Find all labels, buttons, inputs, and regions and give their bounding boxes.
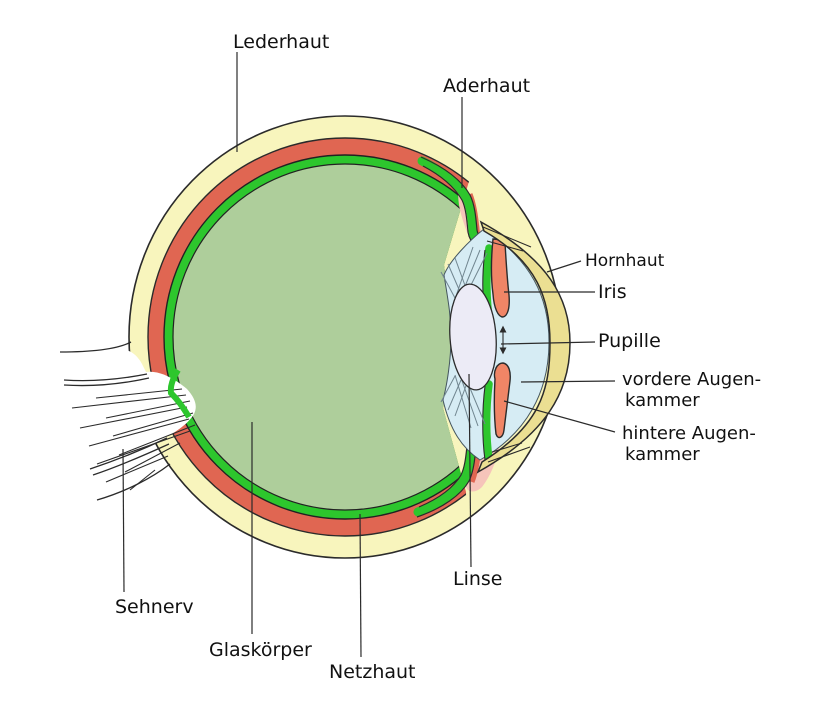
cornea-shape xyxy=(476,220,571,474)
label-sehnerv: Sehnerv xyxy=(115,596,194,618)
leader-hintere-augenkammer xyxy=(503,400,616,433)
zonule-fibre xyxy=(440,271,456,299)
zonule-fibre xyxy=(440,375,456,403)
nerve-fibre xyxy=(88,418,190,447)
label-hintere-augenkammer-line1: hintere Augen- xyxy=(622,423,756,444)
nerve-sheath-upper-b xyxy=(63,377,150,387)
label-hintere-augenkammer-line2: kammer xyxy=(625,444,700,465)
nerve-fibre xyxy=(96,430,191,465)
nerve-fibre xyxy=(118,424,196,456)
nerve-sheath-top xyxy=(59,341,132,353)
label-hornhaut: Hornhaut xyxy=(585,251,665,271)
vitreous-shape xyxy=(172,163,470,511)
nerve-sheath-upper-a xyxy=(63,373,148,382)
leader-pupille xyxy=(500,341,596,345)
leader-lines xyxy=(122,52,616,658)
nerve-fibre xyxy=(124,442,181,473)
nerve-fibre xyxy=(105,455,169,483)
leader-vordere-augenkammer xyxy=(520,380,616,383)
label-pupille: Pupille xyxy=(598,330,661,352)
lens-shape xyxy=(449,283,497,391)
zonule-fibre xyxy=(454,374,472,429)
leader-linse xyxy=(468,373,472,568)
label-aderhaut: Aderhaut xyxy=(443,75,530,97)
limbus-junction-lines xyxy=(482,226,532,463)
nerve-fibre xyxy=(129,469,156,491)
label-netzhaut: Netzhaut xyxy=(329,661,416,683)
leader-hornhaut xyxy=(546,260,582,273)
nerve-fibre xyxy=(112,412,194,437)
limbus-line xyxy=(486,240,524,252)
label-linse: Linse xyxy=(453,568,503,590)
optic-nerve-fibres xyxy=(71,388,196,491)
nerve-sheath-lower-b xyxy=(92,443,170,476)
inner-shells xyxy=(147,137,470,537)
limbus-line xyxy=(491,442,523,453)
iris-bottom-shape xyxy=(493,362,511,439)
label-lederhaut: Lederhaut xyxy=(233,31,329,53)
limbus-line xyxy=(487,446,531,463)
nerve-fibre xyxy=(95,388,183,399)
label-vordere-augenkammer-line1: vordere Augen- xyxy=(622,369,761,390)
label-glaskoerper: Glaskörper xyxy=(209,639,312,661)
zonule-fibre xyxy=(447,379,462,411)
optic-disc-retina-notch xyxy=(167,368,192,419)
nerve-fibre xyxy=(105,400,191,419)
nerve-fibre xyxy=(79,406,188,429)
nerve-fibre xyxy=(71,394,187,409)
leader-sehnerv xyxy=(122,448,125,593)
label-vordere-augenkammer-line2: kammer xyxy=(625,390,700,411)
retina-strip-bottom-edge xyxy=(482,385,486,461)
leader-netzhaut xyxy=(359,513,362,658)
zonule-fibre xyxy=(454,246,474,300)
limbus-line xyxy=(482,226,532,248)
label-iris: Iris xyxy=(598,281,627,303)
retina-strip-bottom xyxy=(483,380,493,464)
